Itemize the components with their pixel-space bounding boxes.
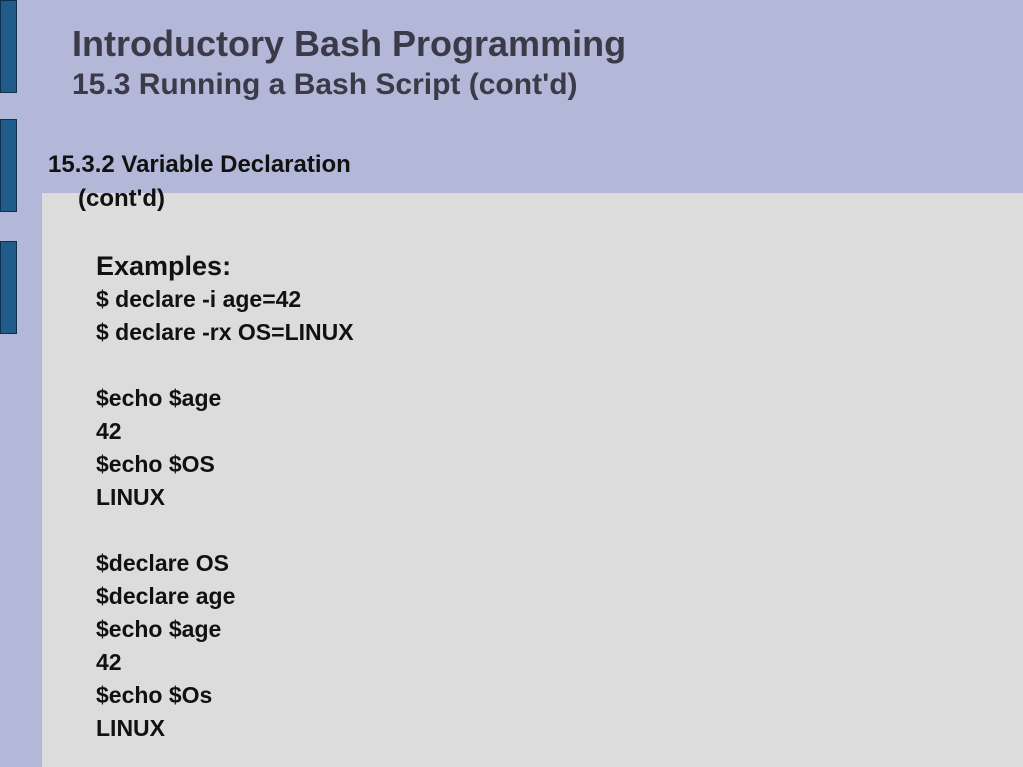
code-line: LINUX: [96, 715, 165, 741]
code-line: $ declare -rx OS=LINUX: [96, 319, 354, 345]
code-line: $declare OS: [96, 550, 229, 576]
code-line: $declare age: [96, 583, 236, 609]
section-heading: 15.3.2 Variable Declaration (cont'd): [48, 148, 351, 216]
section-heading-cont: (cont'd): [78, 185, 166, 212]
code-line-blank: [96, 349, 354, 382]
title-block: Introductory Bash Programming 15.3 Runni…: [72, 22, 972, 104]
code-line: $echo $Os: [96, 682, 213, 708]
code-line: $echo $OS: [96, 451, 215, 477]
content-panel: [42, 193, 1023, 767]
code-line: $ declare -i age=42: [96, 286, 302, 312]
code-line: $echo $age: [96, 616, 222, 642]
section-heading-text: 15.3.2 Variable Declaration: [48, 151, 351, 178]
code-line: 42: [96, 649, 122, 675]
code-line-blank: [96, 514, 354, 547]
side-bar-top: [0, 0, 17, 93]
code-lines: $ declare -i age=42 $ declare -rx OS=LIN…: [96, 283, 354, 745]
code-line: LINUX: [96, 484, 165, 510]
examples-label: Examples:: [96, 251, 232, 281]
side-bar-middle: [0, 119, 17, 212]
code-line: 42: [96, 418, 122, 444]
slide-subtitle: 15.3 Running a Bash Script (cont'd): [72, 68, 578, 101]
code-line: $echo $age: [96, 385, 222, 411]
slide-title: Introductory Bash Programming: [72, 23, 627, 64]
side-bar-bottom: [0, 241, 17, 334]
